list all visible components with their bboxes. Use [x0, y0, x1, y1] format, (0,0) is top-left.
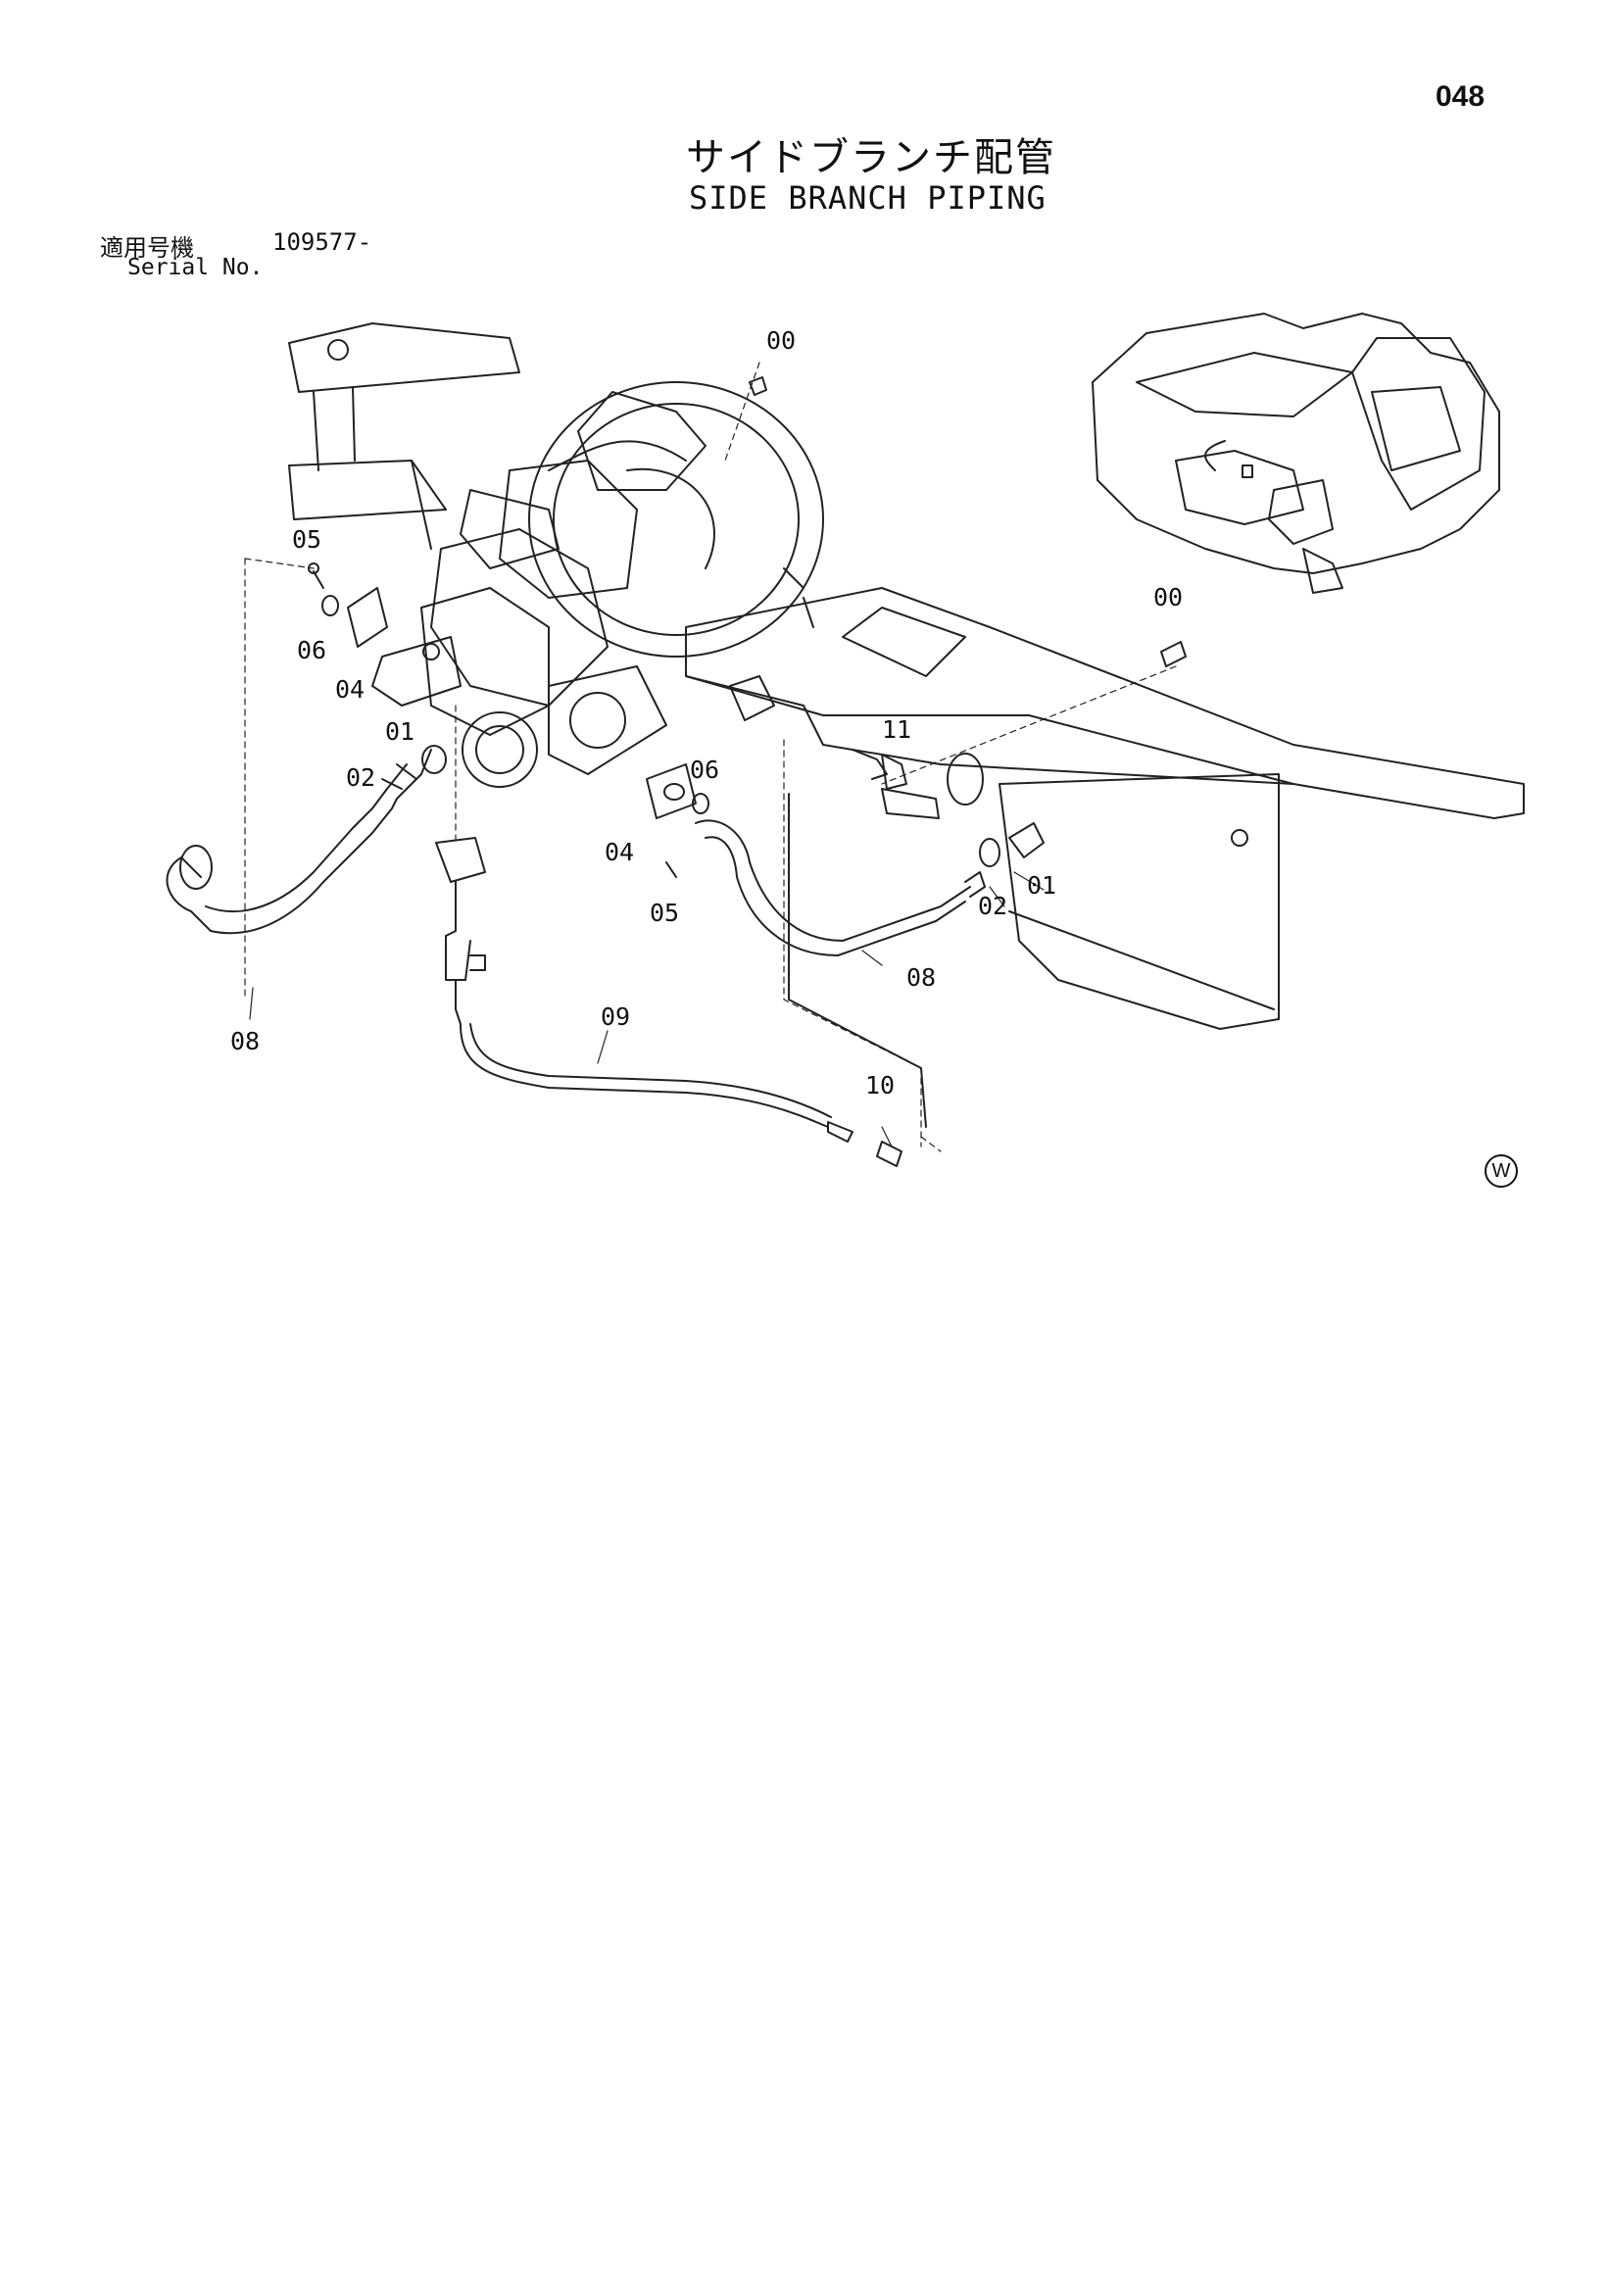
pump-assembly	[371, 381, 824, 788]
callout-01-right: 01	[1027, 871, 1057, 900]
callout-04-mid: 04	[605, 838, 635, 866]
callout-08-left: 08	[230, 1027, 261, 1055]
bolt-00-top	[749, 376, 767, 396]
machine-thumbnail	[1092, 313, 1500, 594]
callout-08-right: 08	[906, 963, 937, 992]
bolt-00-right	[1160, 641, 1187, 667]
mid-flange-parts	[646, 763, 709, 878]
left-flange-parts	[308, 562, 388, 648]
callout-01-left: 01	[385, 717, 415, 746]
tee-and-pipe-09	[435, 837, 902, 1167]
callout-06-mid: 06	[690, 756, 720, 784]
w-marker-icon: W	[1485, 1154, 1518, 1188]
callout-10: 10	[865, 1071, 896, 1099]
callout-11: 11	[882, 715, 912, 744]
callout-04-left: 04	[335, 675, 365, 704]
page-title-japanese: サイドブランチ配管	[686, 135, 1056, 180]
frame-beam	[685, 587, 1525, 819]
right-hose	[695, 819, 1045, 956]
side-plate	[788, 773, 1280, 1128]
serial-label-english: Serial No.	[127, 255, 264, 280]
page-title-english: SIDE BRANCH PIPING	[689, 179, 1047, 217]
callout-06-left: 06	[297, 636, 327, 664]
callout-09: 09	[601, 1002, 631, 1031]
callout-00-right: 00	[1153, 583, 1184, 611]
callout-05-mid: 05	[650, 899, 680, 927]
callout-00-top: 00	[766, 326, 797, 355]
callout-02-right: 02	[978, 892, 1008, 920]
bolt-11	[852, 749, 940, 819]
serial-number-value: 109577-	[272, 228, 372, 256]
page-number: 048	[1436, 80, 1486, 113]
left-hose	[166, 745, 447, 935]
callout-leaders	[249, 871, 1045, 1148]
serial-label-japanese: 適用号機	[100, 234, 194, 262]
callout-02-left: 02	[346, 763, 376, 792]
frame-rails	[288, 322, 520, 550]
leader-lines	[244, 362, 1177, 1152]
callout-05-left: 05	[292, 525, 322, 554]
